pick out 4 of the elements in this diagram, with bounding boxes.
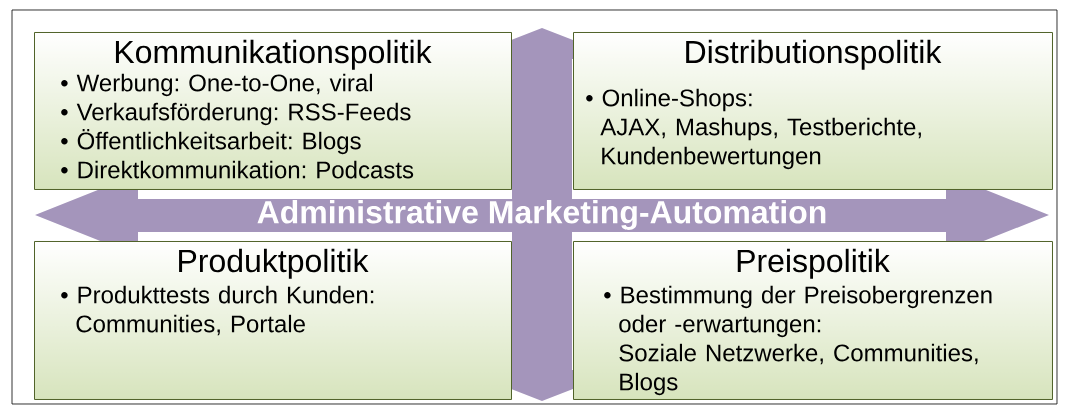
text-box: Distributionspolitik • Online-Shops: AJAX, Mashups, Testberichte, Kundenbewertungen	[573, 32, 1053, 190]
text-box: Preispolitik • Bestimmung der Preisobergrenzen oder -erwartungen: Soziale Netzwerke, Communities, Blogs	[573, 241, 1053, 400]
text-box: Kommunikationspolitik • Werbung: One-to-One, viral • Verkaufsförderung: RSS-Feeds • Öffentlichkeitsarbeit: Blogs • Direktkommunikation: Podcasts	[34, 32, 512, 190]
text-box: Produktpolitik • Produkttests durch Kunden: Communities, Portale	[34, 241, 512, 400]
